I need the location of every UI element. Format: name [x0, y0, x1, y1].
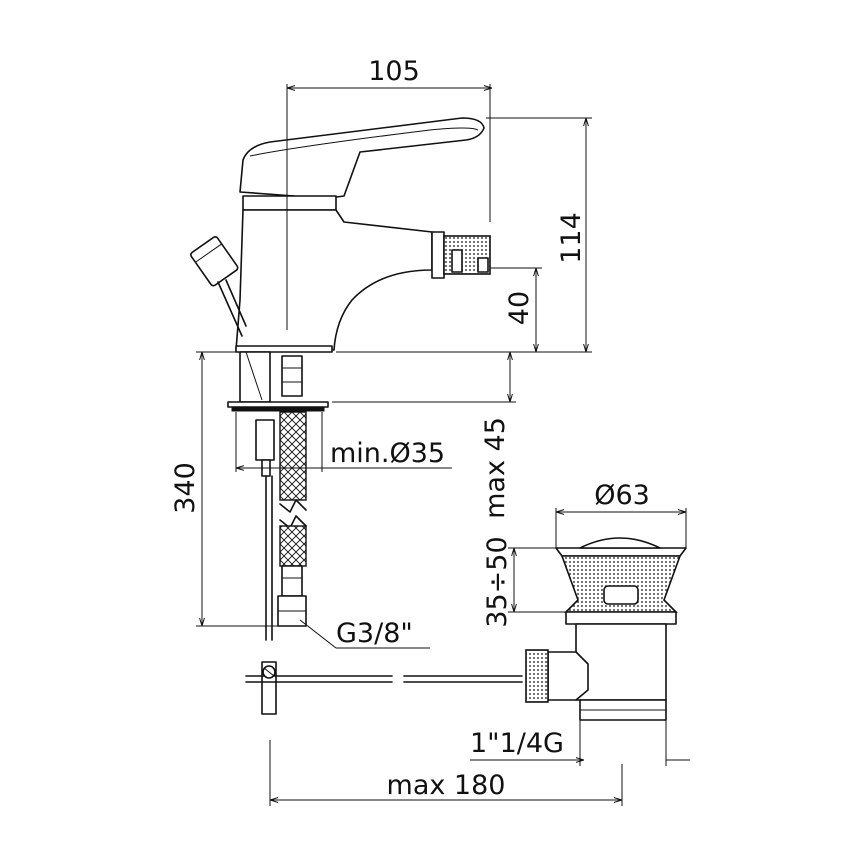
popup-knob [190, 236, 239, 287]
dimension-lines [196, 84, 690, 806]
cartridge-cap [242, 195, 337, 211]
lever-handle [239, 117, 485, 199]
under-deck-assembly [227, 351, 329, 641]
dim-deck-thickness: max 45 [480, 417, 511, 519]
dimension-labels: 105 114 40 340 max 45 min.Ø35 Ø63 35÷50 … [170, 56, 650, 801]
dim-waste-thread: 1"1/4G [470, 728, 564, 759]
faucet-body [190, 84, 491, 353]
main-body [235, 209, 433, 351]
dim-waste-diameter: Ø63 [594, 480, 650, 511]
dim-hole-diameter: min.Ø35 [330, 438, 445, 469]
dim-width-top: 105 [368, 56, 420, 87]
spout-aerator [431, 231, 491, 279]
dim-waste-range: 35÷50 [482, 536, 513, 627]
dim-rod-length: max 180 [387, 770, 506, 801]
dim-spout-height: 40 [504, 291, 535, 325]
popup-rod [245, 661, 523, 715]
dim-hose-length: 340 [170, 462, 201, 514]
dim-height-total: 114 [556, 212, 587, 264]
waste-valve [525, 537, 687, 721]
dim-hose-thread: G3/8" [336, 618, 413, 649]
